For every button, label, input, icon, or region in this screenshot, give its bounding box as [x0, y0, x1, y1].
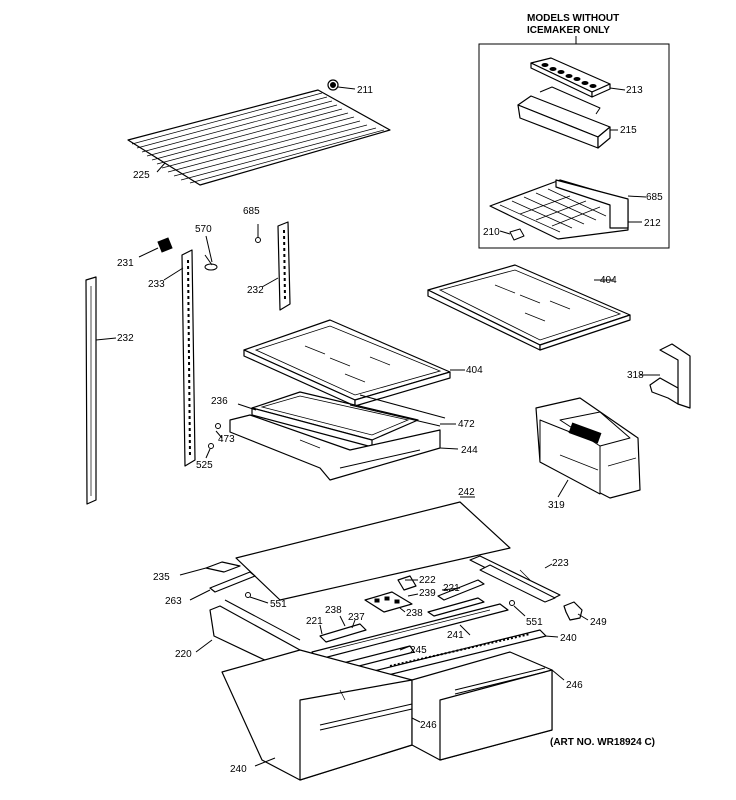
label-235: 235	[153, 572, 170, 583]
label-222: 222	[419, 575, 436, 586]
label-319: 319	[548, 500, 565, 511]
part-crisper-drawers	[221, 649, 565, 781]
part-wire-shelf	[127, 89, 391, 186]
label-232b: 232	[247, 285, 264, 296]
part-glass-shelf-right	[427, 264, 631, 351]
label-551a: 551	[270, 599, 287, 610]
label-211: 211	[357, 85, 373, 96]
label-551b: 551	[526, 617, 543, 628]
label-404a: 404	[466, 365, 483, 376]
part-rail-232-short	[261, 221, 291, 311]
label-213: 213	[626, 85, 643, 96]
label-225: 225	[133, 170, 150, 181]
label-238a: 238	[325, 605, 342, 616]
label-246a: 246	[566, 680, 583, 691]
part-rail-235	[179, 561, 256, 601]
label-472: 472	[458, 419, 475, 430]
label-245: 245	[410, 645, 427, 656]
art-number: (ART NO. WR18924 C)	[550, 737, 655, 748]
part-mid-pieces	[364, 575, 485, 617]
part-glass-panel-242	[235, 496, 511, 601]
label-244: 244	[461, 445, 478, 456]
part-ice-shelf	[489, 179, 647, 241]
label-223: 223	[552, 558, 569, 569]
label-473: 473	[218, 434, 235, 445]
part-ice-tray	[530, 57, 626, 98]
part-clip-249	[563, 601, 589, 621]
label-685a: 685	[646, 192, 663, 203]
part-rail-223	[469, 555, 561, 603]
label-240a: 240	[560, 633, 577, 644]
label-233: 233	[148, 279, 165, 290]
label-212: 212	[644, 218, 661, 229]
label-236: 236	[211, 396, 228, 407]
label-220: 220	[175, 649, 192, 660]
inset-frame	[478, 43, 670, 249]
label-242: 242	[458, 487, 475, 498]
part-clip-231	[138, 237, 173, 258]
label-246b: 246	[420, 720, 437, 731]
part-ice-bin	[517, 86, 618, 149]
part-screw-570	[204, 235, 218, 271]
label-570: 570	[195, 224, 212, 235]
label-232a: 232	[117, 333, 134, 344]
part-crisper-cover-assembly	[205, 391, 459, 481]
part-screw-551a	[245, 592, 269, 604]
label-215: 215	[620, 125, 637, 136]
label-239: 239	[419, 588, 436, 599]
label-241: 241	[447, 630, 464, 641]
label-263: 263	[165, 596, 182, 607]
part-glass-shelf-left	[243, 319, 465, 407]
label-231: 231	[117, 258, 134, 269]
label-237: 237	[348, 612, 365, 623]
part-housing-319	[535, 397, 641, 499]
label-221b: 221	[306, 616, 323, 627]
inset-title-line2: ICEMAKER ONLY	[527, 25, 610, 36]
label-525: 525	[196, 460, 213, 471]
label-240b: 240	[230, 764, 247, 775]
part-screw-551b	[509, 600, 526, 617]
label-404b: 404	[600, 275, 617, 286]
part-rail-233	[163, 249, 196, 467]
part-bracket-318	[640, 343, 691, 409]
part-screw-685	[255, 224, 261, 243]
part-front-pieces	[319, 615, 367, 643]
label-318: 318	[627, 370, 644, 381]
label-249: 249	[590, 617, 607, 628]
label-685b: 685	[243, 206, 260, 217]
label-221a: 221	[443, 583, 460, 594]
label-210: 210	[483, 227, 500, 238]
label-238b: 238	[406, 608, 423, 619]
part-rail-232-long	[85, 276, 117, 505]
part-cap	[327, 79, 356, 91]
icemaker-inset: MODELS WITHOUT ICEMAKER ONLY 213 215	[478, 13, 670, 249]
inset-title-line1: MODELS WITHOUT	[527, 13, 619, 24]
